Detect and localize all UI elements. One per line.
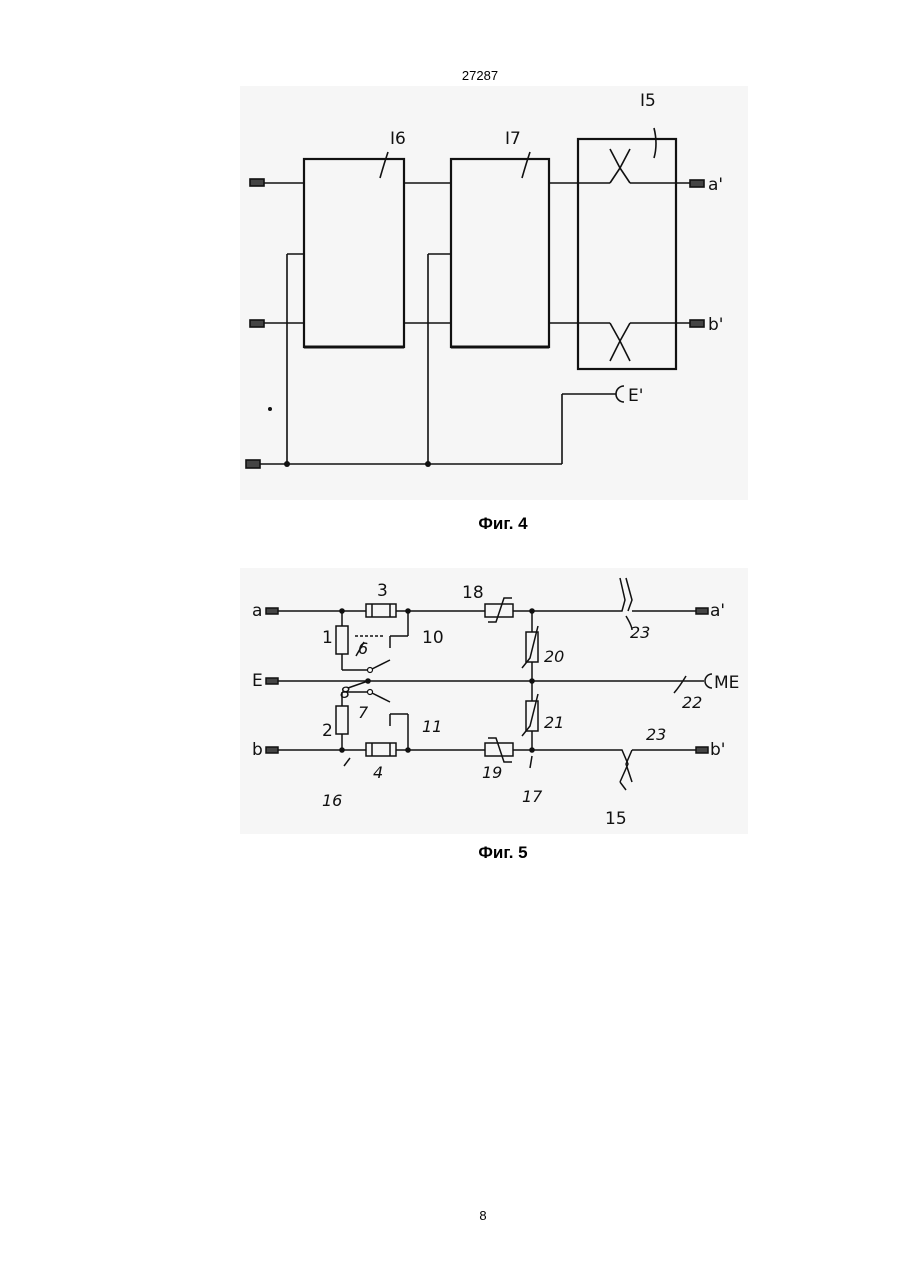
terminal-b — [266, 747, 278, 753]
label-a-out: a' — [708, 175, 723, 195]
label-3: 3 — [377, 581, 388, 601]
arrester-1 — [336, 626, 348, 654]
label-10: 10 — [422, 628, 444, 648]
fuse-3 — [366, 604, 396, 617]
label-21: 21 — [544, 713, 564, 732]
label-e: E — [252, 671, 263, 691]
figure-4-diagram: I6 I7 I5 a' b' E' — [240, 86, 748, 500]
terminal-b-out — [690, 320, 704, 327]
label-20: 20 — [544, 647, 564, 666]
label-23-top: 23 — [630, 623, 650, 642]
label-8: 8 — [340, 683, 350, 702]
label-18: 18 — [462, 583, 484, 603]
figure-4-caption: Фиг. 4 — [0, 514, 900, 534]
terminal-a — [266, 608, 278, 614]
fuse-4 — [366, 743, 396, 756]
label-17: 17 — [522, 787, 543, 806]
block-17 — [451, 159, 549, 347]
label-16: 16 — [322, 791, 342, 810]
label-a: a — [252, 601, 262, 621]
label-1: 1 — [322, 628, 333, 648]
figure-5-caption: Фиг. 5 — [0, 843, 900, 863]
label-23-bottom: 23 — [646, 725, 666, 744]
block-16 — [304, 159, 404, 347]
terminal-a-out — [690, 180, 704, 187]
figure-4: I6 I7 I5 a' b' E' — [240, 86, 748, 500]
label-2: 2 — [322, 721, 333, 741]
arrester-2 — [336, 706, 348, 734]
label-b: b — [252, 740, 263, 760]
terminal-e-in — [246, 460, 260, 468]
label-19: 19 — [482, 763, 502, 782]
label-b-out: b' — [708, 315, 723, 335]
label-block-15: I5 — [640, 91, 656, 111]
label-7: 7 — [358, 703, 369, 722]
label-block-16: I6 — [390, 129, 406, 149]
label-me: ME — [714, 673, 739, 693]
figure-5: a E b a' b' ME 1 2 3 4 6 7 8 10 11 15 16… — [240, 568, 748, 834]
terminal-b-in — [250, 320, 264, 327]
terminal-b-out — [696, 747, 708, 753]
terminal-a-out — [696, 608, 708, 614]
figure-5-diagram: a E b a' b' ME 1 2 3 4 6 7 8 10 11 15 16… — [240, 568, 748, 834]
label-4: 4 — [373, 763, 383, 782]
terminal-a-in — [250, 179, 264, 186]
page-header-number: 27287 — [0, 68, 900, 83]
label-a-out: a' — [710, 601, 725, 621]
block-15 — [578, 139, 676, 369]
label-b-out: b' — [710, 740, 725, 760]
page-footer-number: 8 — [0, 1208, 900, 1223]
label-11: 11 — [422, 717, 442, 736]
label-22: 22 — [682, 693, 702, 712]
label-block-17: I7 — [505, 129, 521, 149]
label-earth: E' — [628, 386, 643, 406]
terminal-e — [266, 678, 278, 684]
label-6: 6 — [358, 639, 368, 658]
label-15: 15 — [605, 809, 627, 829]
